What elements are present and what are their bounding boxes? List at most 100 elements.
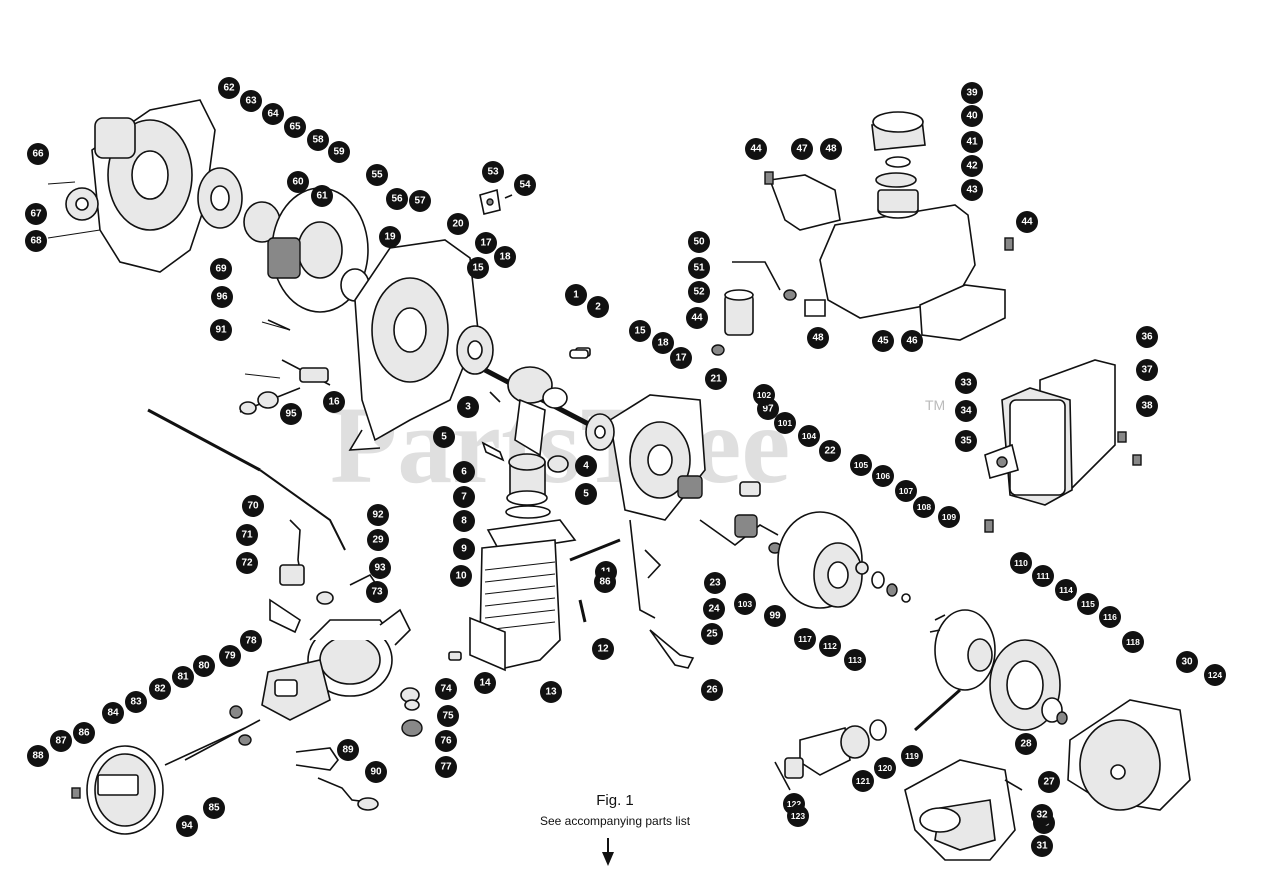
callout-layer: 1234556789101112131415151617171818192021…	[25, 77, 1226, 857]
callout-number: 33	[960, 378, 972, 389]
callout-badge	[210, 319, 232, 341]
callout-badge	[1136, 395, 1158, 417]
callout-number: 89	[342, 745, 354, 756]
callout-badge	[670, 347, 692, 369]
callout-number: 93	[374, 563, 386, 574]
callout-84: 84	[102, 702, 124, 724]
callout-number: 87	[55, 736, 67, 747]
callout-number: 106	[876, 471, 890, 481]
callout-number: 79	[224, 651, 236, 662]
callout-badge	[172, 666, 194, 688]
callout-56: 56	[386, 188, 408, 210]
callout-number: 124	[1208, 670, 1222, 680]
callout-badge	[1031, 835, 1053, 857]
callout-number: 1	[573, 290, 579, 301]
callout-108: 108	[913, 496, 935, 518]
callout-badge	[901, 745, 923, 767]
callout-badge	[955, 400, 977, 422]
callout-badge	[435, 730, 457, 752]
callout-badge	[820, 138, 842, 160]
callout-number: 19	[384, 232, 396, 243]
callout-number: 94	[181, 821, 193, 832]
callout-number: 61	[316, 191, 328, 202]
callout-number: 25	[706, 629, 718, 640]
callout-number: 54	[519, 180, 531, 191]
callout-89: 89	[337, 739, 359, 761]
callout-number: 77	[440, 762, 452, 773]
callout-number: 74	[440, 684, 452, 695]
callout-93: 93	[369, 557, 391, 579]
callout-20: 20	[447, 213, 469, 235]
callout-number: 65	[289, 122, 301, 133]
callout-80: 80	[193, 655, 215, 677]
callout-badge	[211, 286, 233, 308]
callout-number: 71	[241, 530, 253, 541]
callout-52: 52	[688, 281, 710, 303]
callout-113: 113	[844, 649, 866, 671]
callout-badge	[594, 571, 616, 593]
callout-76: 76	[435, 730, 457, 752]
callout-number: 55	[371, 170, 383, 181]
callout-number: 48	[825, 144, 837, 155]
callout-17: 17	[475, 232, 497, 254]
callout-5: 5	[575, 483, 597, 505]
callout-91: 91	[210, 319, 232, 341]
callout-34: 34	[955, 400, 977, 422]
callout-1: 1	[565, 284, 587, 306]
callout-badge	[102, 702, 124, 724]
callout-badge	[450, 565, 472, 587]
callout-number: 2	[595, 302, 601, 313]
callout-number: 38	[1141, 401, 1153, 412]
callout-number: 39	[966, 88, 978, 99]
callout-badge	[961, 131, 983, 153]
callout-number: 40	[966, 111, 978, 122]
callout-badge	[467, 257, 489, 279]
callout-badge	[311, 185, 333, 207]
callout-badge	[1031, 804, 1053, 826]
callout-number: 66	[32, 149, 44, 160]
callout-116: 116	[1099, 606, 1121, 628]
callout-number: 84	[107, 708, 119, 719]
callout-18: 18	[494, 246, 516, 268]
callout-number: 82	[154, 684, 166, 695]
callout-badge	[587, 296, 609, 318]
callout-45: 45	[872, 330, 894, 352]
callout-85: 85	[203, 797, 225, 819]
callout-104: 104	[798, 425, 820, 447]
callout-number: 36	[1141, 332, 1153, 343]
callout-number: 22	[824, 446, 836, 457]
callout-number: 115	[1081, 599, 1095, 609]
callout-badge	[453, 486, 475, 508]
callout-number: 76	[440, 736, 452, 747]
callout-number: 72	[241, 558, 253, 569]
callout-badge	[901, 330, 923, 352]
callout-badge	[50, 730, 72, 752]
callout-badge	[852, 770, 874, 792]
callout-77: 77	[435, 756, 457, 778]
callout-53: 53	[482, 161, 504, 183]
callout-number: 111	[1036, 571, 1050, 581]
callout-badge	[701, 623, 723, 645]
callout-9: 9	[453, 538, 475, 560]
callout-number: 73	[371, 587, 383, 598]
callout-badge	[210, 258, 232, 280]
callout-number: 56	[391, 194, 403, 205]
callout-18: 18	[652, 332, 674, 354]
callout-number: 20	[452, 219, 464, 230]
callout-number: 26	[706, 685, 718, 696]
callout-6: 6	[453, 461, 475, 483]
callout-number: 62	[223, 83, 235, 94]
callout-badge	[819, 440, 841, 462]
callout-57: 57	[409, 190, 431, 212]
callout-badge	[125, 691, 147, 713]
callout-28: 28	[1015, 733, 1037, 755]
fan-housing-assembly	[47, 99, 370, 415]
callout-78: 78	[240, 630, 262, 652]
callout-number: 117	[798, 634, 812, 644]
callout-39: 39	[961, 82, 983, 104]
callout-number: 5	[583, 489, 589, 500]
callout-48: 48	[820, 138, 842, 160]
callout-number: 21	[710, 374, 722, 385]
callout-badge	[453, 538, 475, 560]
callout-21: 21	[705, 368, 727, 390]
